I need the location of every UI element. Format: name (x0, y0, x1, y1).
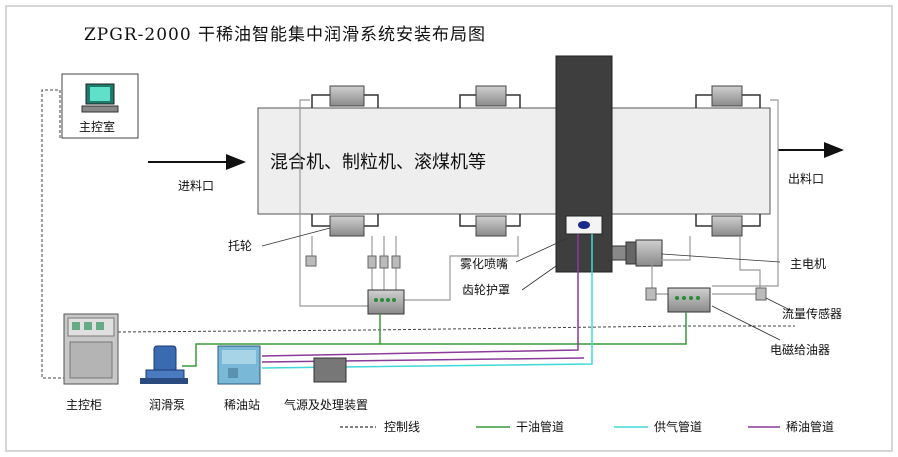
thin-oil-station (217, 345, 261, 385)
oil-station-label: 稀油站 (224, 398, 260, 412)
control-room-label: 主控室 (79, 119, 115, 134)
inlet-label: 进料口 (178, 179, 214, 193)
pipe-valve-5 (645, 287, 657, 301)
dry-oil-pipe (182, 312, 687, 367)
machine-body (257, 107, 771, 215)
air-supply-pipe (261, 234, 593, 369)
main-motor (611, 239, 663, 267)
callout-flow-sensor (765, 297, 791, 311)
bottom-roller-3 (695, 214, 761, 237)
top-roller-1 (311, 85, 379, 108)
spray-nozzle (578, 221, 590, 229)
pipe-valve-4 (391, 255, 401, 269)
machine-label: 混合机、制粒机、滚煤机等 (270, 152, 486, 173)
pipe-valve-3 (379, 255, 389, 269)
valve-label: 电磁给油器 (770, 342, 830, 357)
bottom-roller-1 (311, 214, 379, 237)
distributor-right (667, 287, 711, 313)
spray-nozzle-label: 雾化喷嘴 (460, 257, 508, 271)
callout-main-motor (661, 253, 781, 263)
pipe-valve-1 (305, 255, 317, 267)
control-line-room (41, 89, 64, 379)
outlet-label: 出料口 (788, 172, 824, 186)
flow-sensor (755, 287, 767, 301)
legend-dry-oil: 干油管道 (516, 419, 564, 434)
roller-label: 托轮 (228, 239, 252, 253)
callout-valve (711, 305, 781, 341)
main-control-cabinet (63, 313, 119, 385)
diagram-title: ZPGR-2000 干稀油智能集中润滑系统安装布局图 (84, 25, 486, 45)
control-room (61, 73, 139, 139)
callout-roller (261, 227, 331, 247)
bottom-roller-2 (459, 214, 521, 237)
callout-gear-guard (521, 265, 557, 291)
main-cabinet-label: 主控柜 (66, 398, 102, 412)
gear-guard (555, 55, 613, 273)
pump-label: 润滑泵 (149, 398, 185, 412)
frame-border (5, 5, 893, 452)
legend-control-line: 控制线 (384, 420, 420, 434)
pipe-valve-2 (367, 255, 377, 269)
legend-thin-oil: 稀油管道 (786, 419, 834, 434)
control-line-devices (117, 325, 795, 333)
top-roller-3 (695, 85, 761, 108)
lubrication-pump (140, 345, 188, 384)
air-source-label: 气源及处理装置 (284, 397, 368, 412)
flow-sensor-label: 流量传感器 (782, 306, 842, 321)
main-motor-label: 主电机 (790, 257, 826, 271)
distributor-left (367, 289, 405, 315)
roller-piping (299, 99, 779, 307)
gear-guard-label: 齿轮护罩 (462, 283, 510, 297)
legend-air-supply: 供气管道 (654, 419, 702, 434)
callout-spray (515, 237, 569, 263)
legend: 控制线 干油管道 供气管道 稀油管道 (340, 419, 834, 434)
air-source-device (313, 357, 347, 383)
top-roller-2 (459, 85, 521, 108)
